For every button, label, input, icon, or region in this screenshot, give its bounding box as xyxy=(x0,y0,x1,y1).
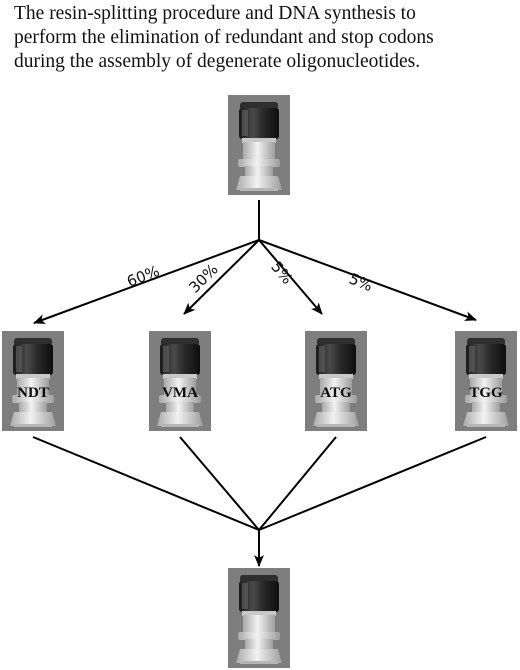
resin-column-icon xyxy=(228,568,290,668)
split-label-ndt: 60% xyxy=(124,262,162,291)
merge-line-atg xyxy=(258,436,337,531)
codon-label-tgg: TGG xyxy=(469,385,503,401)
column-atg: ATG xyxy=(305,331,367,431)
split-label-tgg: 5% xyxy=(346,270,375,296)
resin-column-icon xyxy=(455,331,517,431)
merge-line-vma xyxy=(179,436,260,531)
column-ndt: NDT xyxy=(2,331,64,431)
codon-label-atg: ATG xyxy=(320,385,352,401)
split-label-atg: 5% xyxy=(267,258,296,288)
resin-column-icon xyxy=(2,331,64,431)
caption-line-1: The resin-splitting procedure and DNA sy… xyxy=(14,3,416,24)
resin-column-icon xyxy=(149,331,211,431)
split-arrow-ndt xyxy=(33,239,260,324)
split-arrow-vma xyxy=(183,239,260,315)
resin-column-icon xyxy=(305,331,367,431)
caption: The resin-splitting procedure and DNA sy… xyxy=(14,2,514,74)
column-vma: VMA xyxy=(149,331,211,431)
split-arrow-tgg xyxy=(258,239,477,321)
resin-column-icon xyxy=(228,95,290,195)
codon-label-vma: VMA xyxy=(162,385,198,401)
codon-label-ndt: NDT xyxy=(17,385,49,401)
merge-line-tgg xyxy=(258,436,487,531)
merge-line-ndt xyxy=(32,436,260,531)
caption-line-3: during the assembly of degenerate oligon… xyxy=(14,51,421,72)
column-tgg: TGG xyxy=(455,331,517,431)
caption-line-2: perform the elimination of redundant and… xyxy=(14,27,434,48)
split-arrow-atg xyxy=(258,239,323,315)
